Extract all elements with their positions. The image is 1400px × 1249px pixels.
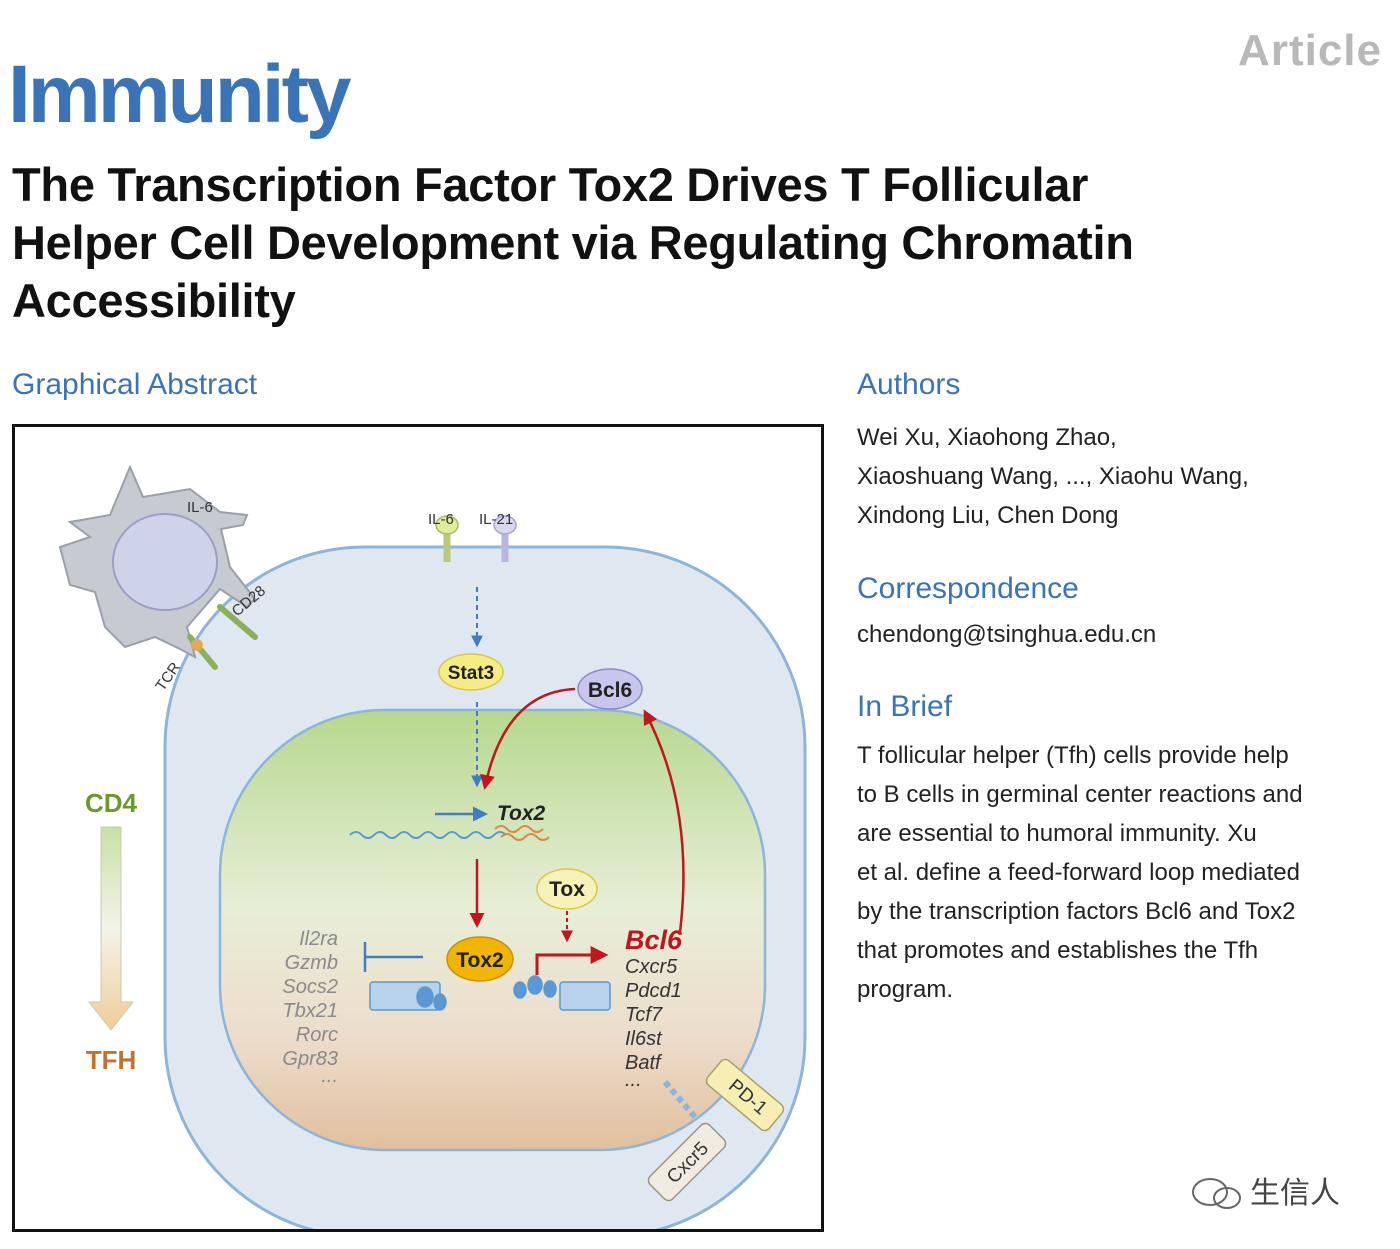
author-line-3: Xindong Liu, Chen Dong [857, 502, 1119, 529]
activated-gene-list: Cxcr5 Pdcd1 Tcf7 Il6st Batf ... [625, 956, 682, 1091]
bcl6-promoter-arrow [535, 946, 609, 975]
cd28-receptor [217, 604, 258, 640]
cd4-label: CD4 [85, 788, 138, 818]
il21-receptor [493, 515, 517, 562]
activated-gene: Cxcr5 [625, 956, 678, 978]
repressed-gene: Gpr83 [282, 1048, 338, 1070]
in-brief-text: T follicular helper (Tfh) cells provide … [857, 736, 1392, 1009]
bcl6-to-tox2-arrow [480, 687, 576, 790]
author-list: Wei Xu, Xiaohong Zhao, Xiaoshuang Wang, … [857, 418, 1377, 535]
correspondence-heading: Correspondence [857, 572, 1079, 605]
title-line-3: Accessibility [12, 274, 296, 327]
repressed-gene: Tbx21 [282, 1000, 338, 1022]
graphical-abstract-svg: IL-6 CD28 TCR IL-6 IL-21 Stat3 Bcl6 Tox2 [58, 464, 807, 1229]
title-line-2: Helper Cell Development via Regulating C… [12, 216, 1134, 269]
in-brief-heading: In Brief [857, 690, 953, 723]
cd4-to-tfh-arrow [87, 826, 135, 1031]
chromatin-region [369, 975, 611, 1011]
authors-heading: Authors [857, 368, 961, 401]
il21-receptor-label: IL-21 [479, 511, 513, 528]
bcl6-protein-node [577, 668, 643, 710]
bcl6-feedback-arrow [643, 709, 685, 933]
export-arrow [662, 1080, 698, 1119]
brief-line-2: to B cells in germinal center reactions … [857, 781, 1303, 808]
activated-gene: Tcf7 [625, 1004, 663, 1026]
correspondence-email[interactable]: chendong@tsinghua.edu.cn [857, 621, 1157, 648]
journal-name: Immunity [8, 49, 351, 140]
stat3-node [438, 653, 504, 691]
tox-label: Tox [549, 878, 585, 901]
brief-line-4: et al. define a feed-forward loop mediat… [857, 859, 1300, 886]
brief-line-5: by the transcription factors Bcl6 and To… [857, 898, 1296, 925]
brief-line-7: program. [857, 976, 954, 1003]
apc-nucleus [112, 513, 218, 611]
graphical-abstract-figure: IL-6 CD28 TCR IL-6 IL-21 Stat3 Bcl6 Tox2 [12, 424, 824, 1232]
tox2-mrna [494, 825, 550, 841]
nucleus [218, 708, 767, 1152]
brief-line-6: that promotes and establishes the Tfh [857, 937, 1259, 964]
activated-gene: Batf [625, 1052, 663, 1074]
graphical-abstract-heading: Graphical Abstract [12, 368, 258, 401]
tox-node [536, 868, 598, 910]
tox2-protein-node [446, 936, 514, 982]
brief-line-1: T follicular helper (Tfh) cells provide … [857, 742, 1289, 769]
apc-il6-label: IL-6 [187, 499, 213, 516]
bcl6-gene-label: Bcl6 [625, 925, 683, 955]
repressed-gene: Gzmb [285, 952, 338, 974]
brief-line-3: are essential to humoral immunity. Xu [857, 820, 1257, 847]
stat3-label: Stat3 [448, 663, 494, 684]
tox2-gene-label: Tox2 [497, 802, 546, 825]
repressed-gene-list: Il2ra Gzmb Socs2 Tbx21 Rorc Gpr83 ... [282, 928, 338, 1087]
article-type-label: Article [1238, 26, 1382, 75]
title-line-1: The Transcription Factor Tox2 Drives T F… [12, 158, 1089, 211]
tox2-protein-label: Tox2 [456, 949, 503, 972]
tox2-dna [349, 831, 507, 839]
tcr-mhc-contact [191, 639, 203, 651]
repressed-gene: Socs2 [282, 976, 338, 998]
activated-gene: ... [625, 1069, 642, 1091]
repressed-gene: ... [321, 1065, 338, 1087]
repressed-gene: Rorc [296, 1024, 338, 1046]
pd1-receptor [705, 1058, 785, 1132]
il6-receptor-label: IL-6 [428, 511, 454, 528]
watermark-text: 生信人 [1250, 1177, 1340, 1210]
activated-gene: Il6st [625, 1028, 663, 1050]
cxcr5-receptor [647, 1122, 727, 1202]
il6-receptor [435, 515, 459, 562]
paper-title: The Transcription Factor Tox2 Drives T F… [12, 156, 1392, 330]
author-line-2: Xiaoshuang Wang, ..., Xiaohu Wang, [857, 463, 1249, 490]
author-line-1: Wei Xu, Xiaohong Zhao, [857, 424, 1117, 451]
tfh-label: TFH [86, 1045, 137, 1075]
repressed-gene: Il2ra [299, 928, 338, 950]
bcl6-protein-label: Bcl6 [588, 679, 632, 702]
wechat-icon [1192, 1178, 1241, 1209]
activated-gene: Pdcd1 [625, 980, 682, 1002]
